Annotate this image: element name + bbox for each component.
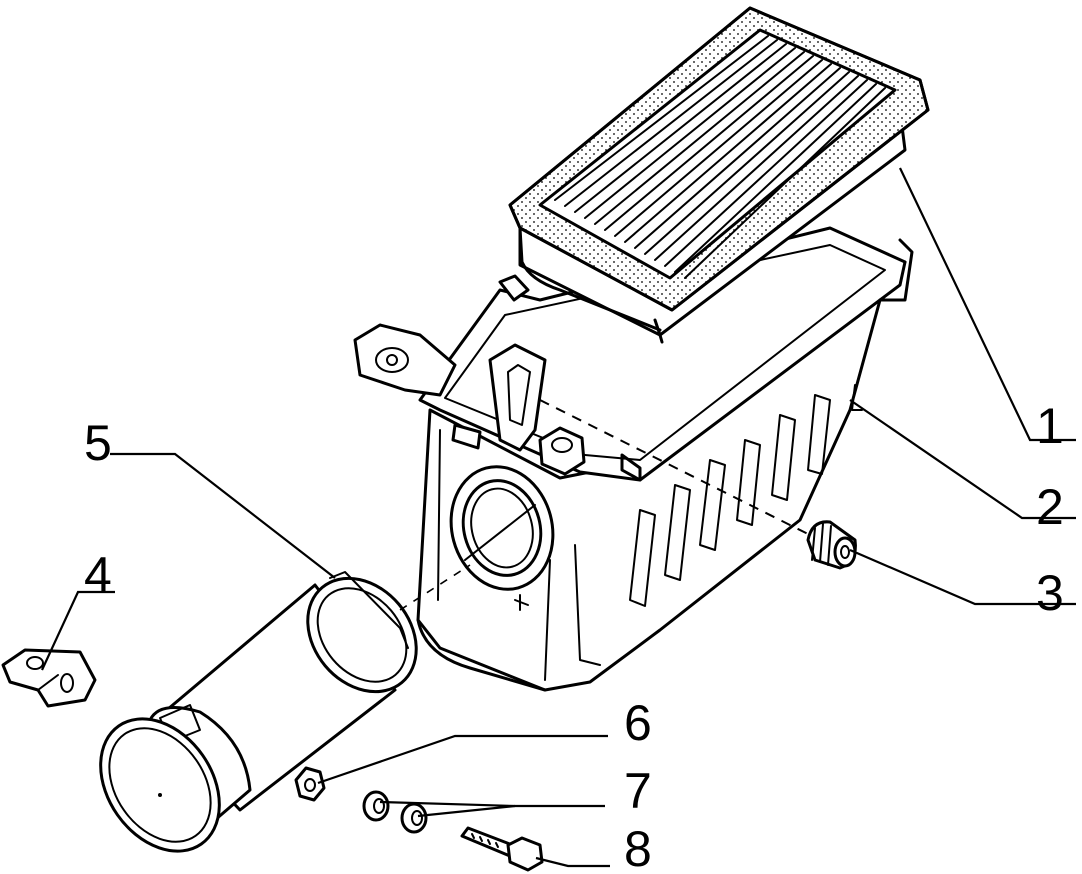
callout-6: 6 — [624, 695, 652, 751]
filter-pleats — [554, 35, 886, 279]
leader-5 — [110, 452, 336, 579]
callout-4: 4 — [84, 547, 112, 603]
duct-dashed-line — [399, 564, 471, 611]
air-filter-element — [508, 6, 930, 344]
leader-4 — [41, 590, 115, 671]
leader-lines — [41, 167, 1076, 868]
callout-labels: 1 2 3 4 5 6 7 8 — [84, 398, 1064, 874]
leader-8 — [535, 856, 610, 868]
bolt — [460, 826, 544, 872]
callout-2: 2 — [1036, 479, 1064, 535]
mounting-bracket — [1, 648, 97, 708]
washers — [362, 790, 428, 834]
leader-2 — [849, 399, 1076, 520]
callout-8: 8 — [624, 821, 652, 874]
callout-5: 5 — [84, 415, 112, 471]
rubber-grommet — [806, 520, 857, 570]
callout-7: 7 — [624, 763, 652, 819]
leader-1 — [899, 167, 1076, 442]
filter-housing — [353, 226, 914, 692]
housing-ribs — [437, 384, 863, 681]
leader-6 — [317, 734, 608, 785]
callout-1: 1 — [1036, 398, 1064, 454]
assembly-dashed-line — [539, 399, 811, 536]
leader-7b — [417, 804, 516, 818]
callout-3: 3 — [1036, 565, 1064, 621]
intake-duct — [99, 571, 418, 853]
leader-3 — [849, 548, 1076, 606]
hex-nut — [294, 766, 326, 802]
